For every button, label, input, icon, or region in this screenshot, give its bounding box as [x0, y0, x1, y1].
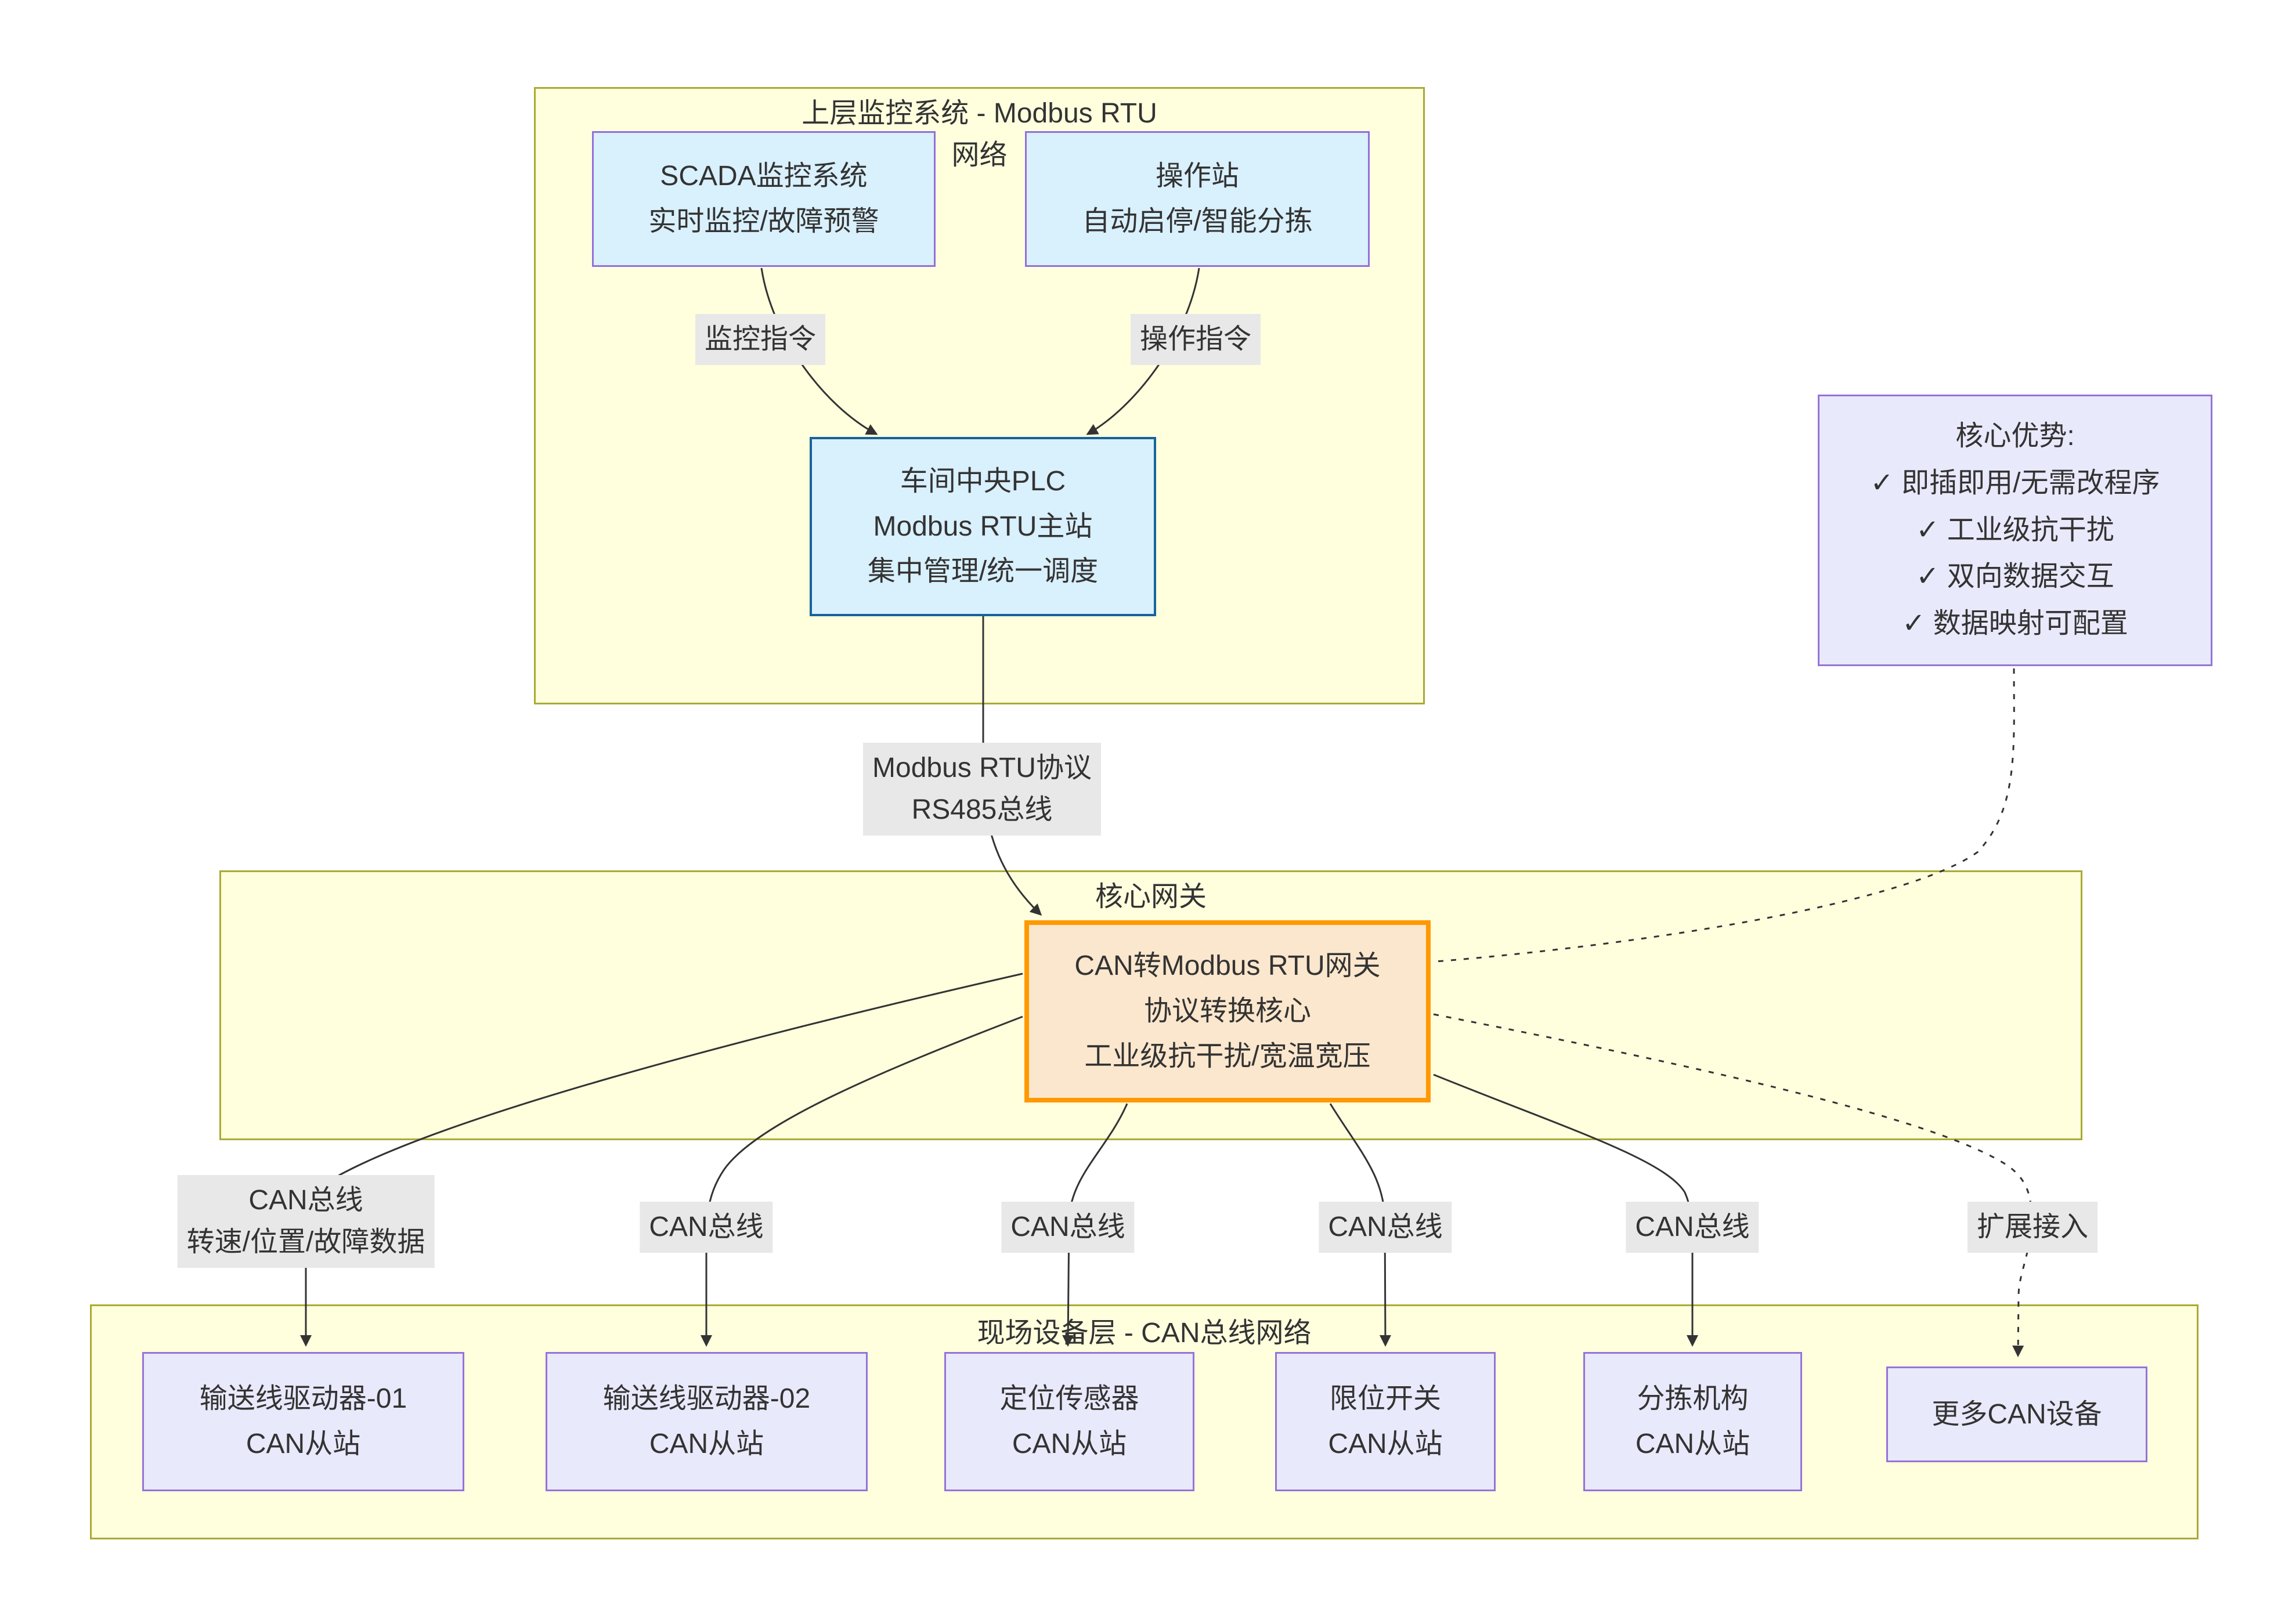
- node-text-line: 工业级抗干扰/宽温宽压: [1084, 1040, 1371, 1072]
- node-text-line: CAN从站: [246, 1429, 361, 1459]
- edge-label-modbus-line2: RS485总线: [911, 794, 1053, 825]
- node-text-line: 自动启停/智能分拣: [1082, 206, 1313, 237]
- node-text-line: CAN从站: [649, 1429, 764, 1459]
- edge-label-monitor-cmd: 监控指令: [695, 314, 826, 365]
- edge-label-modbus: Modbus RTU协议 RS485总线: [863, 743, 1101, 836]
- edge-advantages-to-gateway-dotted: [1435, 668, 2015, 963]
- edge-label-can3: CAN总线: [1001, 1202, 1135, 1253]
- node-text-line: 更多CAN设备: [1932, 1398, 2102, 1430]
- node-text-line: Modbus RTU主站: [873, 511, 1093, 542]
- node-text-line: 定位传感器: [999, 1383, 1139, 1415]
- node-text-line: ✓ 双向数据交互: [1916, 561, 2114, 592]
- edge-gateway-to-driver01: [300, 973, 1023, 1347]
- node-text-line: 分拣机构: [1637, 1383, 1749, 1415]
- node-text-line: 核心优势:: [1955, 421, 2075, 452]
- upper-layer-title: 上层监控系统 - Modbus RTU 网络: [534, 93, 1425, 176]
- limit-switch-node: 限位开关 CAN从站: [1275, 1352, 1496, 1491]
- node-text-line: CAN从站: [1012, 1429, 1127, 1459]
- node-text-line: ✓ 即插即用/无需改程序: [1870, 468, 2160, 499]
- operator-station-node: 操作站 自动启停/智能分拣: [1025, 131, 1370, 267]
- sorter-node: 分拣机构 CAN从站: [1583, 1352, 1802, 1491]
- edge-label-operate-cmd: 操作指令: [1130, 314, 1261, 365]
- edge-label-can1-line1: CAN总线: [248, 1185, 363, 1216]
- edge-gateway-to-driver02: [701, 1015, 1023, 1347]
- driver01-node: 输送线驱动器-01 CAN从站: [142, 1352, 464, 1491]
- edge-label-can2: CAN总线: [640, 1202, 773, 1253]
- edge-scada-to-plc: [760, 267, 878, 435]
- node-text-line: 集中管理/统一调度: [867, 556, 1099, 587]
- node-text-line: 输送线驱动器-01: [199, 1383, 407, 1415]
- node-text-line: CAN转Modbus RTU网关: [1074, 950, 1381, 982]
- gateway-node: CAN转Modbus RTU网关 协议转换核心 工业级抗干扰/宽温宽压: [1024, 920, 1431, 1102]
- edge-operator-to-plc: [1086, 267, 1200, 435]
- edge-label-can4: CAN总线: [1319, 1202, 1452, 1253]
- core-gateway-title: 核心网关: [1095, 881, 1207, 912]
- node-text-line: 操作站: [1155, 161, 1239, 192]
- upper-layer-title-line1: 上层监控系统 - Modbus RTU: [802, 98, 1157, 129]
- edge-gateway-to-more-devices-dotted: [1433, 1013, 2033, 1357]
- plc-node: 车间中央PLC Modbus RTU主站 集中管理/统一调度: [810, 437, 1156, 616]
- node-text-line: CAN从站: [1328, 1429, 1443, 1459]
- node-text-line: ✓ 工业级抗干扰: [1916, 514, 2114, 545]
- node-text-line: 限位开关: [1329, 1383, 1441, 1415]
- edge-label-can1-line2: 转速/位置/故障数据: [186, 1227, 425, 1257]
- node-text-line: 协议转换核心: [1143, 996, 1311, 1027]
- edge-label-modbus-line1: Modbus RTU协议: [872, 753, 1092, 783]
- node-text-line: ✓ 数据映射可配置: [1902, 608, 2128, 639]
- scada-node: SCADA监控系统 实时监控/故障预警: [592, 131, 936, 267]
- advantages-node: 核心优势: ✓ 即插即用/无需改程序 ✓ 工业级抗干扰 ✓ 双向数据交互 ✓ 数…: [1818, 395, 2212, 666]
- position-sensor-node: 定位传感器 CAN从站: [944, 1352, 1194, 1491]
- driver02-node: 输送线驱动器-02 CAN从站: [546, 1352, 868, 1491]
- edge-label-expand: 扩展接入: [1967, 1202, 2098, 1253]
- node-text-line: 车间中央PLC: [900, 465, 1066, 497]
- edge-label-can5: CAN总线: [1626, 1202, 1759, 1253]
- upper-layer-title-line2: 网络: [951, 140, 1008, 171]
- node-text-line: 输送线驱动器-02: [602, 1383, 811, 1415]
- node-text-line: SCADA监控系统: [660, 161, 868, 192]
- node-text-line: CAN从站: [1635, 1429, 1750, 1459]
- node-text-line: 实时监控/故障预警: [648, 206, 879, 237]
- field-device-title: 现场设备层 - CAN总线网络: [977, 1318, 1312, 1349]
- more-can-devices-node: 更多CAN设备: [1886, 1366, 2147, 1462]
- edge-label-can1: CAN总线 转速/位置/故障数据: [177, 1175, 435, 1268]
